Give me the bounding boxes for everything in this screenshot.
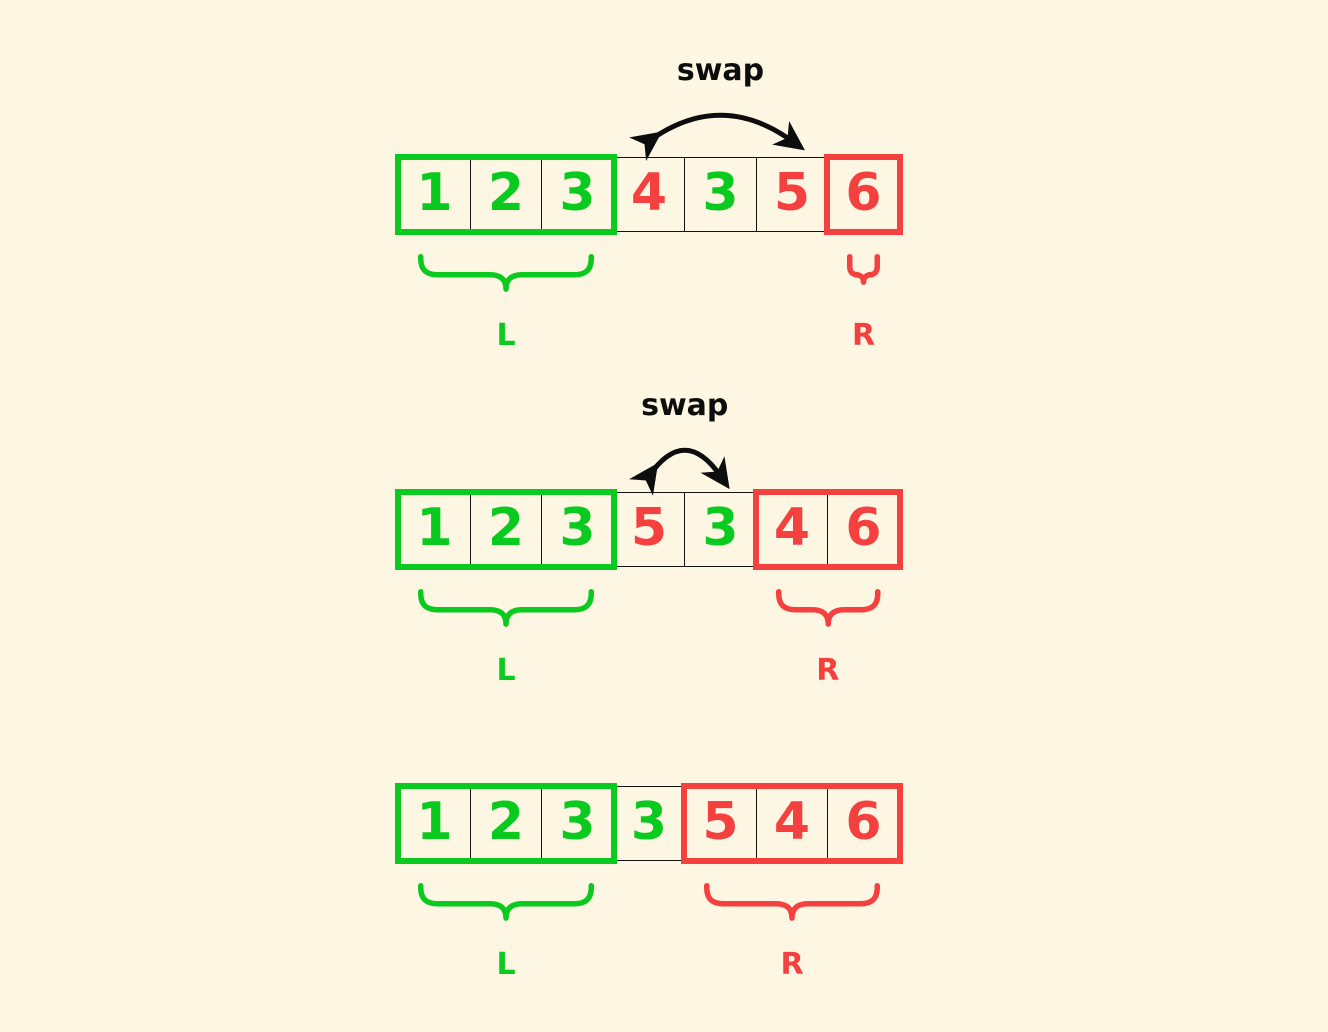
array-cell-value: 2 (487, 162, 525, 223)
array-cell-value: 6 (845, 791, 882, 852)
array-cell: 6 (827, 157, 900, 232)
array-cell-value: 6 (845, 497, 882, 558)
array-cell: 6 (827, 492, 900, 567)
array-cell: 2 (469, 786, 543, 861)
array-cell-value: 5 (630, 497, 668, 558)
array-cell: 4 (612, 157, 686, 232)
array-cell: 1 (398, 492, 471, 567)
right-partition-brace (847, 254, 880, 304)
left-partition-brace (418, 883, 594, 933)
array-cell-value: 1 (416, 162, 453, 223)
left-partition-brace (418, 589, 594, 639)
array-cell: 3 (541, 157, 614, 232)
array-cell-value: 4 (773, 791, 811, 852)
array-cell: 3 (541, 492, 614, 567)
swap-label: swap (676, 53, 765, 88)
array-cell: 1 (398, 157, 471, 232)
right-partition-label: R (851, 318, 876, 353)
array-cell-value: 3 (559, 791, 596, 852)
array-cell: 3 (541, 786, 614, 861)
array-cell: 3 (684, 157, 757, 232)
array-cell: 5 (684, 786, 757, 861)
array-cell-value: 1 (416, 497, 453, 558)
array-cell-value: 3 (702, 162, 739, 223)
right-partition-brace (704, 883, 880, 933)
right-partition-brace (775, 589, 880, 639)
array-cell-value: 3 (559, 162, 596, 223)
array-cell: 2 (469, 492, 543, 567)
array-cell-value: 3 (630, 791, 668, 852)
array-cell-value: 3 (559, 497, 596, 558)
array-cell: 5 (612, 492, 686, 567)
array-cell-value: 5 (702, 791, 739, 852)
right-partition-label: R (780, 947, 804, 982)
array-cell: 1 (398, 786, 471, 861)
swap-arrow-icon (629, 436, 737, 496)
array-cell-value: 4 (630, 162, 668, 223)
left-partition-label: L (496, 947, 516, 982)
array-cell: 5 (755, 157, 829, 232)
left-partition-label: L (496, 318, 516, 353)
left-partition-label: L (496, 653, 516, 688)
array-cell-value: 5 (773, 162, 811, 223)
array-cell: 2 (469, 157, 543, 232)
swap-label: swap (641, 388, 729, 423)
array-cell: 3 (684, 492, 757, 567)
right-partition-label: R (816, 653, 840, 688)
array-cell: 4 (755, 492, 829, 567)
swap-arrow-icon (629, 101, 808, 161)
left-partition-brace (418, 254, 594, 304)
array-cell-value: 2 (487, 497, 525, 558)
array-cell: 3 (612, 786, 686, 861)
array-cell-value: 2 (487, 791, 525, 852)
array-cell: 6 (827, 786, 900, 861)
array-cell-value: 3 (702, 497, 739, 558)
array-cell-value: 4 (773, 497, 811, 558)
array-cell-value: 6 (845, 162, 882, 223)
array-cell: 4 (755, 786, 829, 861)
array-cell-value: 1 (416, 791, 453, 852)
